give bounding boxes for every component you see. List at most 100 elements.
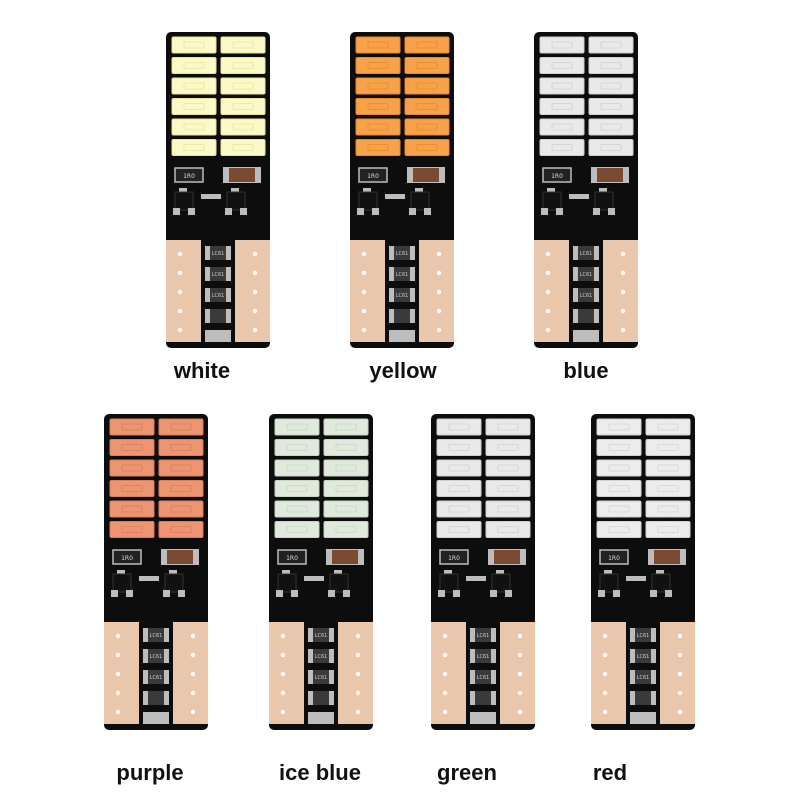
contact-dot	[436, 270, 442, 276]
color-label-ice-blue: ice blue	[279, 760, 361, 785]
contact-dot	[677, 633, 683, 639]
led-chip	[436, 521, 482, 538]
smd-resistor	[439, 549, 469, 565]
contact-dot	[620, 270, 626, 276]
contact-dot	[442, 709, 448, 715]
svg-text:LC61: LC61	[580, 272, 593, 278]
transistor	[358, 191, 378, 211]
ic-chip	[313, 649, 329, 663]
contact-dot	[677, 690, 683, 696]
led-chip	[158, 500, 204, 518]
transistor	[491, 573, 511, 593]
svg-text:LC61: LC61	[396, 293, 409, 299]
contact-dot	[361, 327, 367, 333]
contact-dot	[602, 671, 608, 677]
led-chip	[220, 118, 266, 136]
resistor	[167, 550, 193, 564]
led-chip	[436, 480, 482, 497]
svg-text:LC61: LC61	[477, 654, 490, 660]
led-chip	[588, 57, 634, 74]
svg-text:LC61: LC61	[580, 251, 593, 257]
led-chip	[323, 480, 369, 497]
contact-dot	[177, 289, 183, 295]
led-chip	[171, 118, 217, 136]
led-chip	[588, 77, 634, 95]
led-chip	[323, 521, 369, 538]
contact-dot	[280, 652, 286, 658]
led-chip	[404, 57, 450, 74]
ic-chip	[475, 691, 491, 705]
ic-chip	[475, 628, 491, 642]
contact-dot	[620, 289, 626, 295]
led-chip	[596, 459, 642, 477]
contact-dot	[517, 633, 523, 639]
led-chip	[274, 418, 320, 436]
led-chip	[323, 439, 369, 456]
led-chip	[109, 500, 155, 518]
led-chip	[355, 36, 401, 54]
led-chip	[274, 459, 320, 477]
svg-text:LC61: LC61	[315, 633, 328, 639]
contact-dot	[436, 308, 442, 314]
led-chip	[171, 57, 217, 74]
led-chip	[158, 439, 204, 456]
led-chip	[436, 500, 482, 518]
led-chip	[645, 521, 691, 538]
svg-text:LC61: LC61	[315, 654, 328, 660]
contact-dot	[280, 671, 286, 677]
contact-dot	[620, 251, 626, 257]
contact-dot	[442, 652, 448, 658]
contact-dot	[602, 690, 608, 696]
contact-dot	[280, 690, 286, 696]
color-label-green: green	[437, 760, 497, 785]
smd-resistor	[277, 549, 307, 565]
contact-dot	[602, 652, 608, 658]
ic-chip	[313, 670, 329, 684]
led-chip	[109, 418, 155, 436]
led-chip	[323, 500, 369, 518]
led-chip	[220, 57, 266, 74]
contact-dot	[436, 327, 442, 333]
led-chip	[355, 98, 401, 115]
smd-resistor	[542, 167, 572, 183]
contact-dot	[545, 270, 551, 276]
led-chip	[485, 439, 531, 456]
ic-chip	[210, 288, 226, 302]
led-chip	[404, 139, 450, 156]
contact-dot	[177, 327, 183, 333]
led-chip	[539, 36, 585, 54]
led-chip	[274, 480, 320, 497]
contact-dot	[177, 251, 183, 257]
ic-chip	[475, 670, 491, 684]
contact-dot	[355, 633, 361, 639]
led-chip	[355, 139, 401, 156]
transistor	[226, 191, 246, 211]
svg-text:LC61: LC61	[637, 654, 650, 660]
ic-chip	[210, 309, 226, 323]
contact-dot	[361, 308, 367, 314]
svg-text:1R0: 1R0	[367, 173, 379, 180]
svg-text:LC61: LC61	[212, 293, 225, 299]
led-chip	[645, 418, 691, 436]
led-chip	[404, 98, 450, 115]
led-chip	[588, 118, 634, 136]
led-chip	[588, 36, 634, 54]
svg-text:LC61: LC61	[150, 654, 163, 660]
contact-dot	[442, 671, 448, 677]
transistor	[594, 191, 614, 211]
ic-chip	[313, 628, 329, 642]
svg-text:LC61: LC61	[315, 675, 328, 681]
svg-text:LC61: LC61	[396, 251, 409, 257]
contact-dot	[190, 633, 196, 639]
transistor	[164, 573, 184, 593]
smd-resistor	[174, 167, 204, 183]
